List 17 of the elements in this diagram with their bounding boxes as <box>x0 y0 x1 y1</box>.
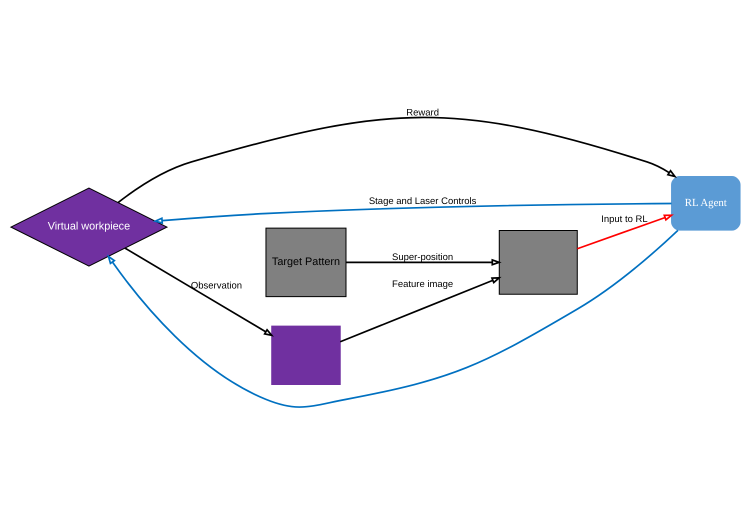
edge-label: Stage and Laser Controls <box>368 196 476 207</box>
edge-label: Input to RL <box>601 213 648 224</box>
node-box <box>271 325 341 384</box>
node-box <box>498 229 578 294</box>
edge-label: Observation <box>190 280 242 291</box>
edge-label: Super-position <box>392 251 454 262</box>
node-box: RL Agent <box>671 176 741 230</box>
edge-label: Feature image <box>392 278 454 290</box>
edge-label: Reward <box>406 106 439 118</box>
arrow <box>340 276 502 342</box>
arrow <box>152 202 672 224</box>
arrow <box>124 246 274 336</box>
arrow <box>346 258 502 266</box>
arrow <box>577 214 674 250</box>
node-box: Target Pattern <box>265 227 346 297</box>
arrow <box>107 229 678 408</box>
arrow <box>118 116 677 203</box>
